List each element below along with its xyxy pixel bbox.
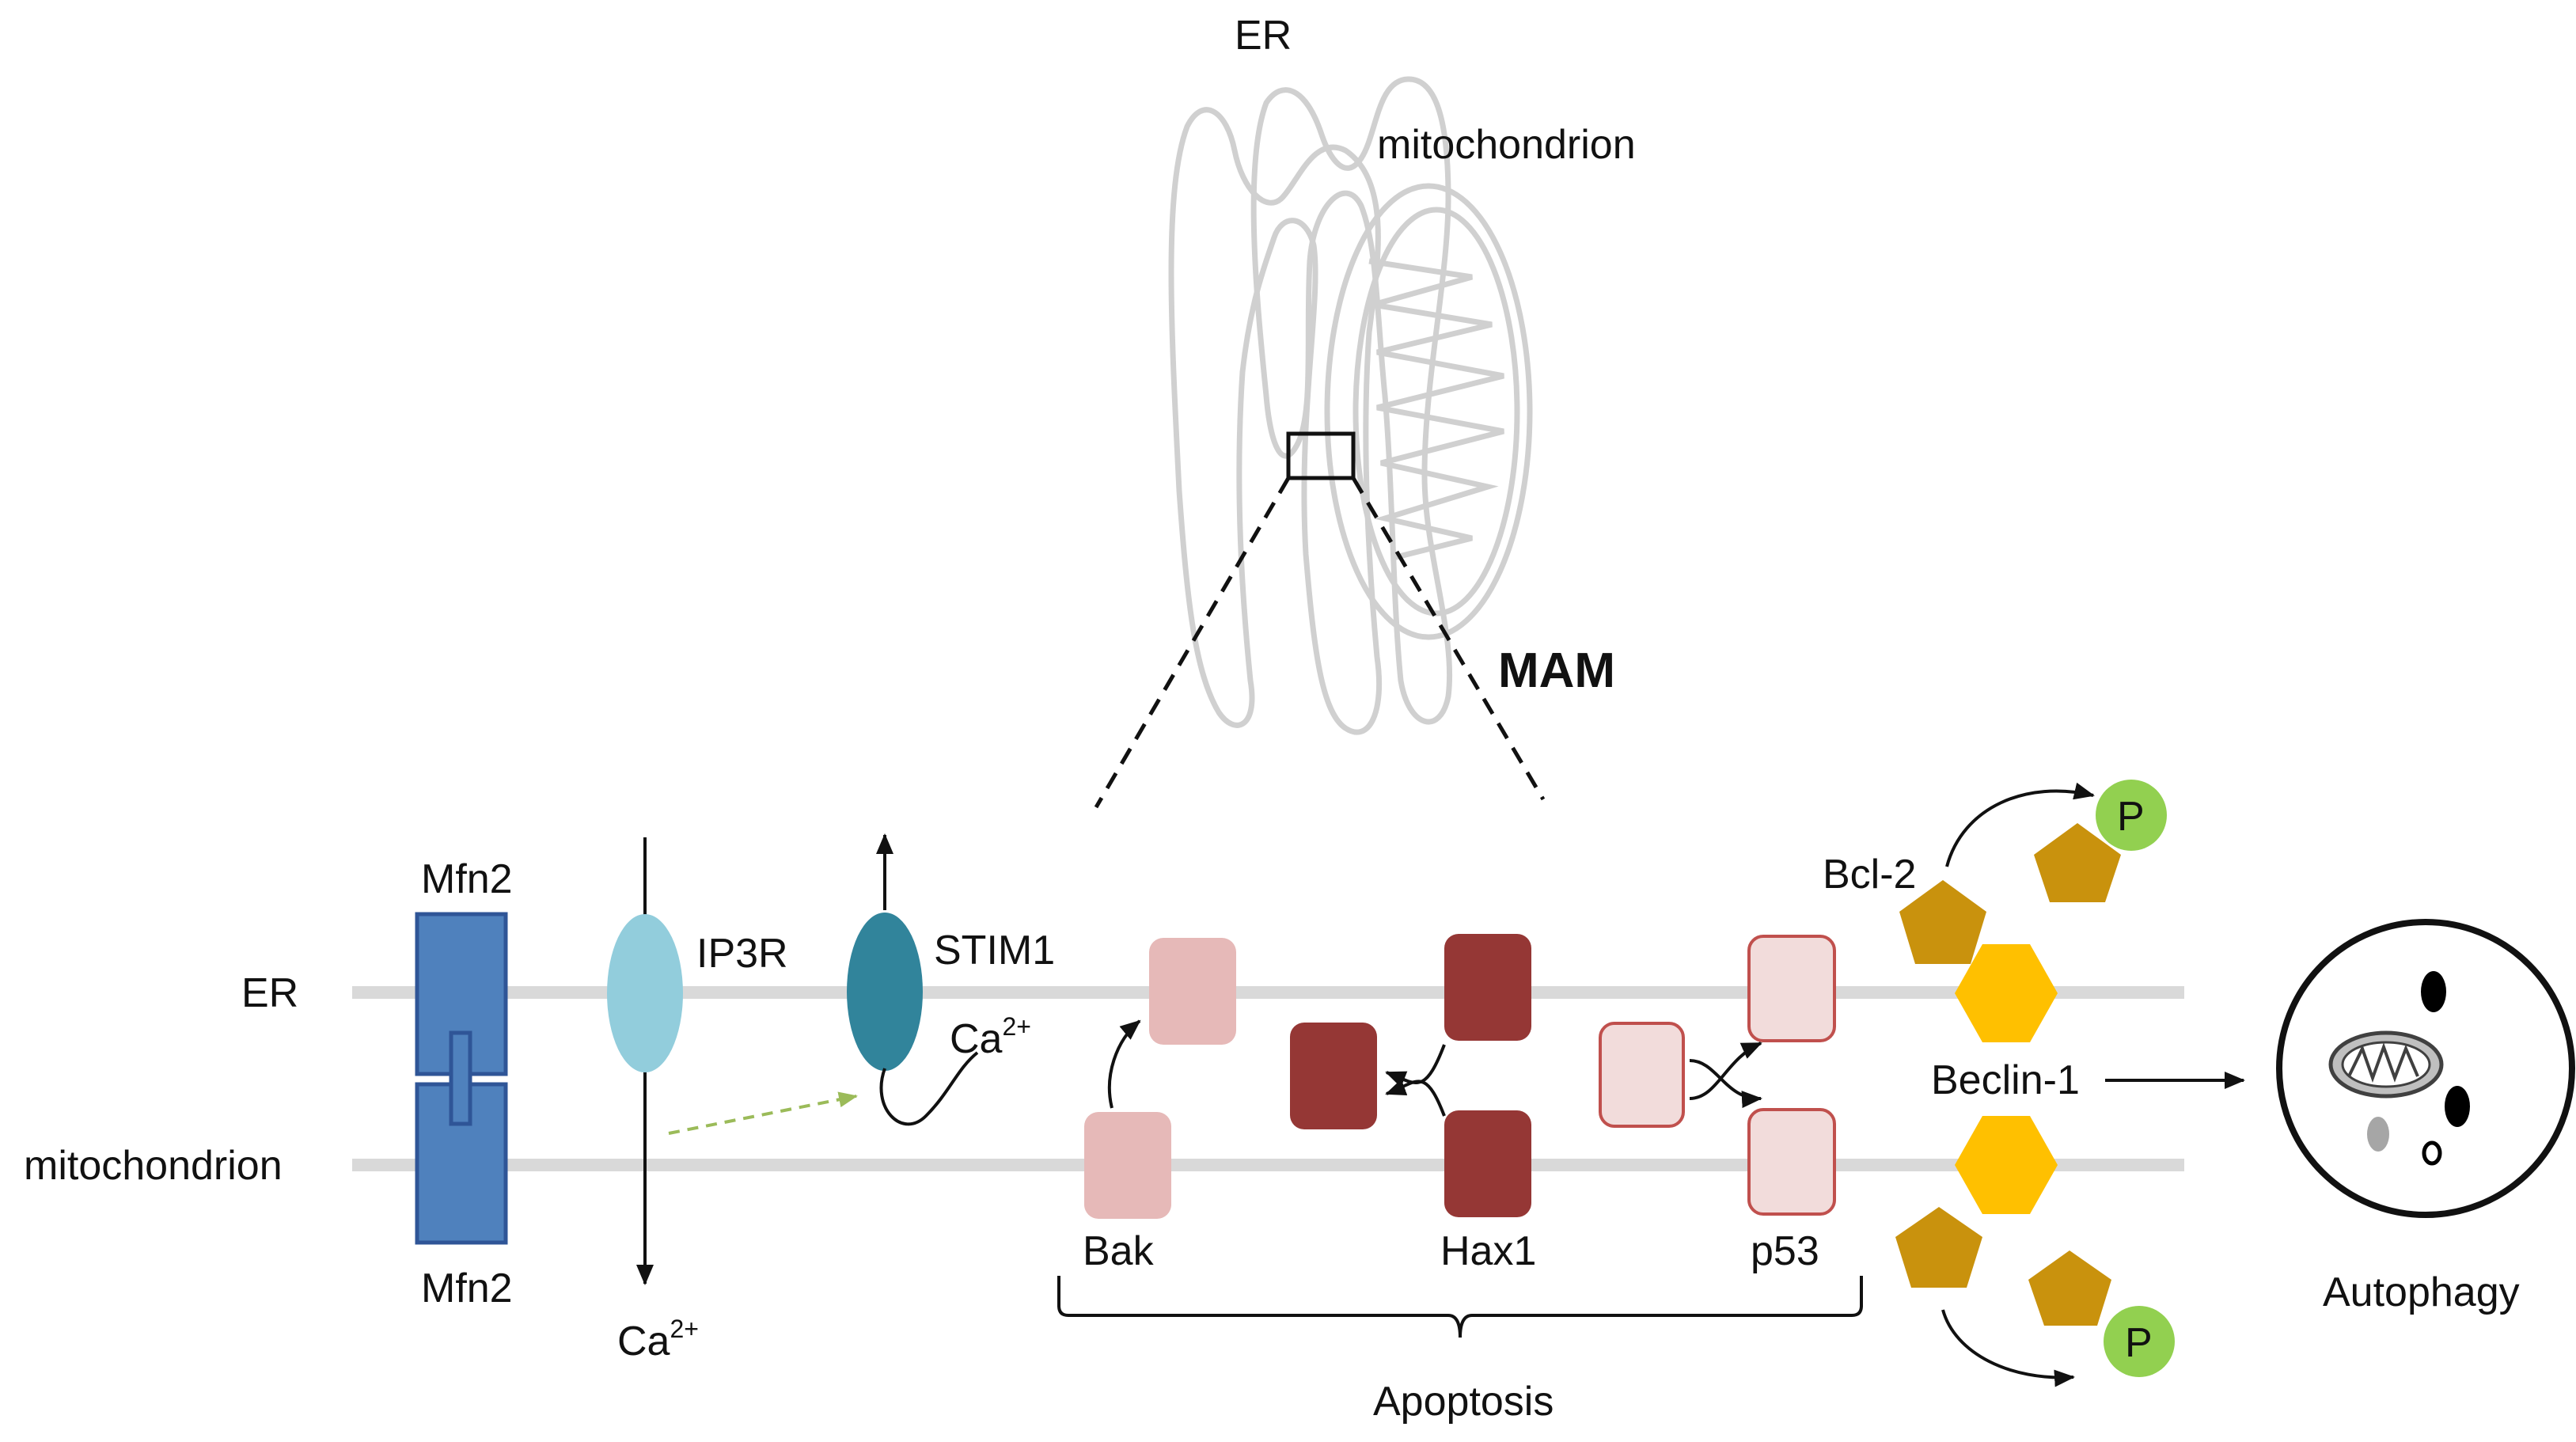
bak-translocation-arrow [1108,1019,1141,1109]
er-title: ER [1235,13,1292,59]
phospho-circle-top [2096,780,2167,851]
bcl2-phospho-bottom [2028,1250,2111,1326]
mitochondrion-title: mitochondrion [1377,122,1636,168]
phospho-top-label: P [2117,794,2145,840]
mam-title: MAM [1498,643,1615,698]
hax1-er [1444,934,1531,1041]
p53-mito [1747,1108,1836,1216]
ca-label-stim1: Ca2+ [950,1012,1031,1062]
mitochondrion-illustration [1324,183,1533,640]
stim1-label: STIM1 [934,928,1055,973]
ip3r-label: IP3R [696,931,788,977]
phospho-bottom-label: P [2125,1320,2153,1366]
stim1-calcium-curve [879,1051,979,1126]
hax1-middle [1290,1023,1377,1129]
mfn2-complex [415,912,508,1245]
beclin1-mito [1955,1116,2058,1214]
bak-label: Bak [1083,1228,1155,1274]
autophagosome [2276,919,2575,1218]
hax1-label: Hax1 [1440,1228,1536,1274]
beclin1-label: Beclin-1 [1931,1057,2080,1103]
hax1-arrow-lower [1385,1079,1446,1117]
p53-label: p53 [1751,1228,1819,1274]
bcl2-phosphorylation-arrow-bottom [1941,1309,2075,1387]
green-dashed-arrow [668,1091,858,1135]
bcl2-label: Bcl-2 [1823,852,1916,897]
mitochondrion-side-label: mitochondrion [24,1143,283,1189]
hax1-arrow-upper [1385,1044,1446,1088]
mfn2-bottom-label: Mfn2 [421,1266,513,1311]
p53-middle [1599,1022,1685,1128]
apoptosis-label: Apoptosis [1373,1379,1554,1425]
p53-arrow-upper [1689,1059,1762,1109]
bcl2-mito [1895,1207,1982,1288]
phospho-circle-bottom [2104,1306,2175,1377]
p53-er [1747,935,1836,1042]
apoptosis-brace [1057,1276,1863,1338]
p53-arrow-lower [1689,1042,1762,1100]
zoom-line-right [1351,476,1546,801]
zoom-line-left [1094,476,1291,809]
bak-mito [1084,1112,1171,1219]
bcl2-phospho-top [2034,823,2121,902]
ca-label-bottom: Ca2+ [617,1315,699,1364]
mfn2-link [449,1030,472,1126]
ip3r [607,914,683,1072]
mfn2-top-label: Mfn2 [421,856,513,902]
mfn2-mito [415,1082,508,1245]
hax1-mito [1444,1110,1531,1217]
autophagy-label: Autophagy [2323,1269,2520,1315]
er-side-label: ER [241,970,298,1016]
stim1 [847,913,923,1071]
bcl2-er [1899,880,1986,964]
mam-zoom-box [1286,431,1356,480]
bcl2-phosphorylation-arrow-top [1945,782,2095,867]
bak-er [1149,938,1236,1045]
beclin1-er [1955,944,2058,1042]
